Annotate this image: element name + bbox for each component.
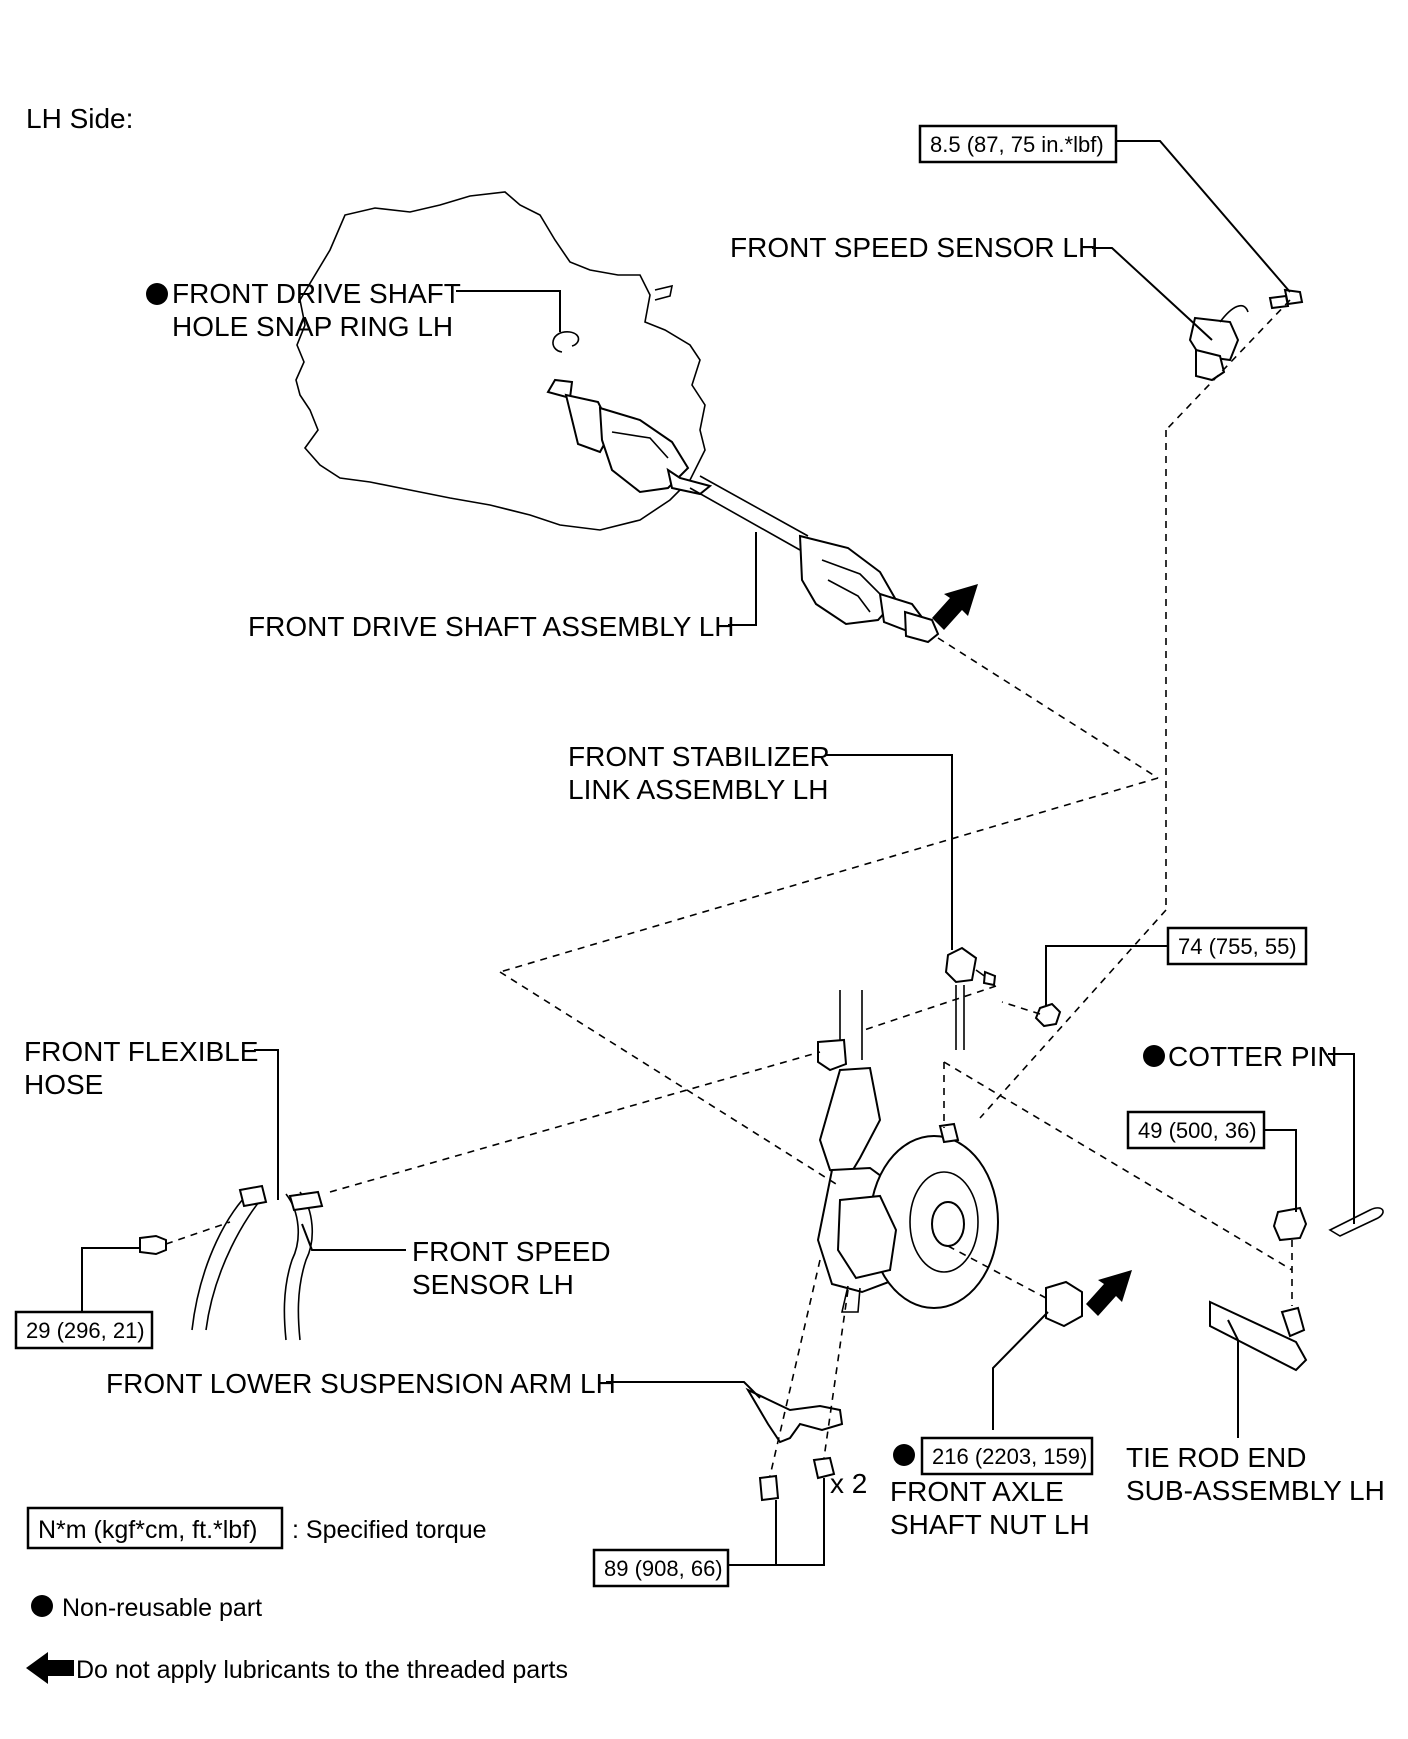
label-stabilizer-link-line1: FRONT STABILIZER (568, 741, 830, 772)
torque-speed-sensor-bolt: 8.5 (87, 75 in.*lbf) (930, 132, 1104, 157)
legend-non-reusable-icon (31, 1595, 53, 1617)
legend-non-reusable: Non-reusable part (62, 1594, 262, 1622)
tie-rod-castle-nut (1272, 1206, 1308, 1242)
no-lubricant-arrow-icon (1086, 1270, 1132, 1316)
transaxle-outline (295, 191, 706, 531)
snap-ring (552, 331, 580, 353)
label-front-drive-shaft-assembly: FRONT DRIVE SHAFT ASSEMBLY LH (248, 611, 735, 642)
front-speed-sensor-lower-part (283, 1190, 324, 1341)
legend-torque-key: N*m (kgf*cm, ft.*lbf) (38, 1516, 257, 1544)
front-lower-suspension-arm-part (745, 1387, 844, 1444)
front-stabilizer-link-part (944, 946, 997, 1050)
flexible-hose-bolt (139, 1234, 167, 1256)
label-flexible-hose-line1: FRONT FLEXIBLE (24, 1036, 258, 1067)
torque-box-speed-sensor-bolt: 8.5 (87, 75 in.*lbf) (918, 124, 1118, 164)
torque-axle-nut: 216 (2203, 159) (932, 1444, 1087, 1469)
lower-arm-bolt (758, 1474, 780, 1502)
label-axle-nut-line1: FRONT AXLE (890, 1476, 1064, 1507)
label-front-lower-suspension-arm: FRONT LOWER SUSPENSION ARM LH (106, 1368, 616, 1399)
non-reusable-icon (1143, 1045, 1165, 1067)
assembly-dashed-lines (165, 299, 1293, 1477)
legend-no-lubricant-arrow-icon (26, 1652, 74, 1684)
non-reusable-icon (893, 1444, 915, 1466)
lower-arm-nut (812, 1456, 836, 1480)
front-axle-shaft-nut-part (1045, 1280, 1083, 1328)
label-flexible-hose-line2: HOSE (24, 1069, 103, 1100)
torque-tie-rod-nut: 49 (500, 36) (1138, 1118, 1257, 1143)
front-speed-sensor-top-part (1188, 304, 1249, 382)
legend: N*m (kgf*cm, ft.*lbf) : Specified torque… (26, 1506, 568, 1684)
torque-box-tie-rod-nut: 49 (500, 36) (1126, 1110, 1266, 1150)
label-axle-nut-line2: SHAFT NUT LH (890, 1509, 1090, 1540)
torque-box-stabilizer-nut: 74 (755, 55) (1166, 926, 1308, 966)
steering-knuckle-assembly (816, 990, 999, 1313)
leader-lines (81, 140, 1355, 1566)
transaxle-mount-stub (654, 284, 674, 301)
legend-torque-key-box (26, 1506, 284, 1550)
label-speed-sensor-lower-line2: SENSOR LH (412, 1269, 574, 1300)
label-speed-sensor-lower-line1: FRONT SPEED (412, 1236, 611, 1267)
torque-box-axle-nut: 216 (2203, 159) (920, 1436, 1094, 1476)
label-tie-rod-end-line1: TIE ROD END (1126, 1442, 1306, 1473)
label-snap-ring-line1: FRONT DRIVE SHAFT (172, 278, 461, 309)
label-front-speed-sensor-top: FRONT SPEED SENSOR LH (730, 232, 1098, 263)
label-cotter-pin: COTTER PIN (1168, 1041, 1338, 1072)
torque-flexible-hose-bolt: 29 (296, 21) (26, 1318, 145, 1343)
non-reusable-icon (146, 283, 168, 305)
tie-rod-end-part (1209, 1300, 1308, 1372)
cotter-pin-part (1328, 1207, 1384, 1237)
front-flexible-hose-part (191, 1184, 268, 1331)
legend-no-lubricant: Do not apply lubricants to the threaded … (76, 1656, 568, 1684)
legend-torque-desc: : Specified torque (292, 1516, 487, 1544)
label-snap-ring-line2: HOLE SNAP RING LH (172, 311, 453, 342)
stabilizer-nut (1034, 1002, 1062, 1028)
front-drive-shaft-assembly (546, 378, 940, 644)
page-title: LH Side: (26, 103, 133, 134)
torque-box-flexible-hose-bolt: 29 (296, 21) (14, 1310, 154, 1350)
torque-lower-arm-bolts: 89 (908, 66) (604, 1556, 723, 1581)
no-lubricant-arrow-icon (932, 584, 978, 630)
label-stabilizer-link-line2: LINK ASSEMBLY LH (568, 774, 828, 805)
label-tie-rod-end-line2: SUB-ASSEMBLY LH (1126, 1475, 1385, 1506)
label-quantity: x 2 (830, 1468, 867, 1499)
torque-tie-rod-nut-upper: 74 (755, 55) (1178, 934, 1297, 959)
torque-box-lower-arm-bolts: 89 (908, 66) (592, 1548, 730, 1588)
